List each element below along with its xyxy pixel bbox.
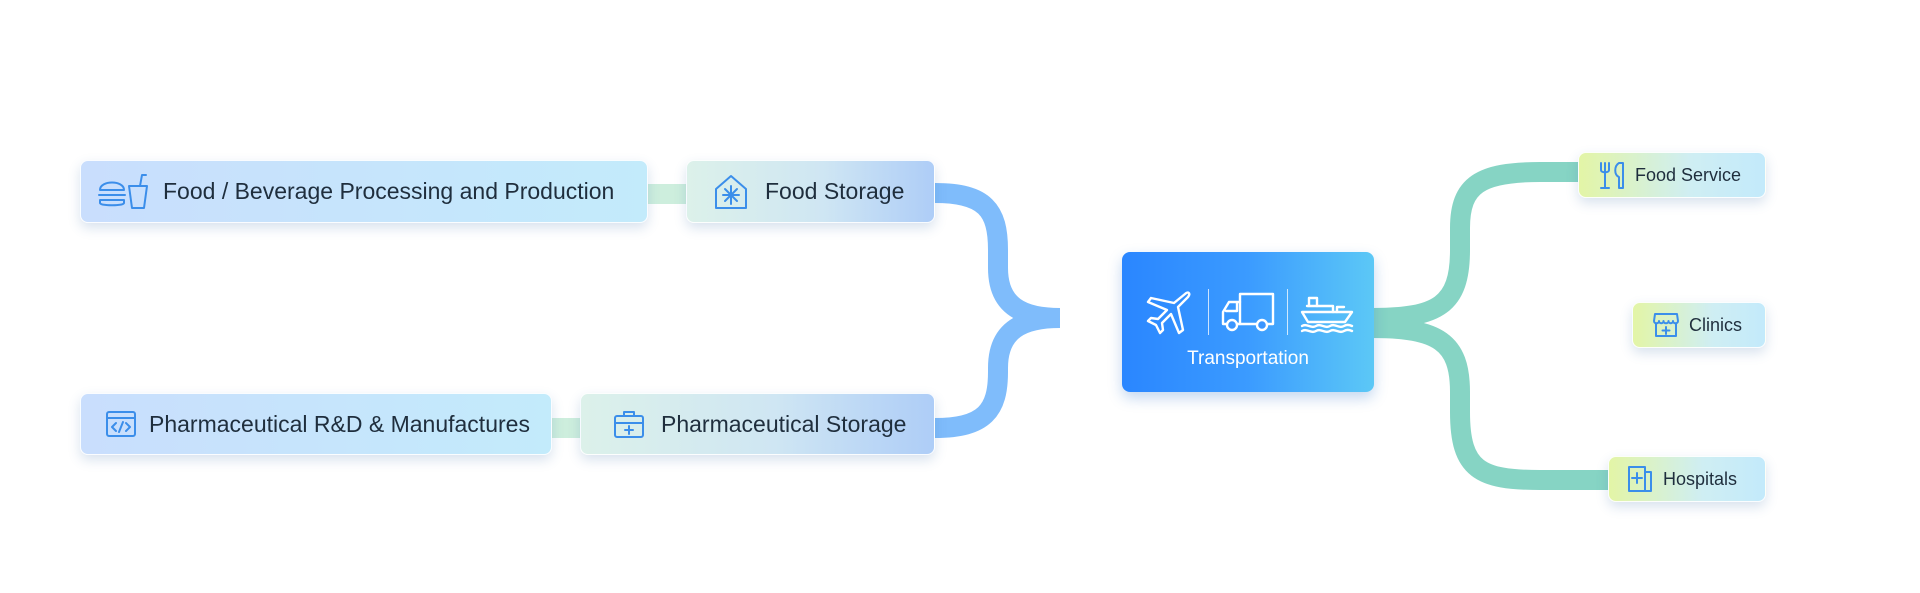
hospitals-label: Hospitals xyxy=(1663,468,1738,489)
connector-food-service xyxy=(1371,162,1580,328)
hospital-cross-icon xyxy=(1625,464,1655,494)
connector-hospitals xyxy=(1371,318,1610,490)
clinics-label: Clinics xyxy=(1689,314,1743,335)
food-storage-node[interactable]: Food Storage xyxy=(686,160,935,223)
pharma-rd-node[interactable]: Pharmaceutical R&D & Manufactures xyxy=(80,393,552,455)
pharma-rd-label: Pharmaceutical R&D & Manufactures xyxy=(149,410,530,437)
clinics-node[interactable]: Clinics xyxy=(1632,302,1766,348)
icon-separator xyxy=(1208,289,1209,335)
transportation-label: Transportation xyxy=(1187,348,1309,369)
transportation-node[interactable]: Transportation xyxy=(1122,252,1374,392)
pharma-storage-node[interactable]: Pharmaceutical Storage xyxy=(580,393,935,455)
food-storage-label: Food Storage xyxy=(765,178,905,204)
transport-icons xyxy=(1122,284,1374,340)
icon-separator xyxy=(1287,289,1288,335)
burger-drink-icon xyxy=(97,172,153,212)
pharma-storage-label: Pharmaceutical Storage xyxy=(661,410,907,437)
food-service-node[interactable]: Food Service xyxy=(1578,152,1766,198)
connector-food-chain xyxy=(646,184,688,204)
food-beverage-node[interactable]: Food / Beverage Processing and Productio… xyxy=(80,160,648,223)
food-beverage-label: Food / Beverage Processing and Productio… xyxy=(163,178,615,204)
ship-icon xyxy=(1288,284,1366,340)
food-service-label: Food Service xyxy=(1635,164,1742,185)
code-window-icon xyxy=(103,410,139,438)
truck-icon xyxy=(1209,284,1287,340)
snowflake-house-icon xyxy=(711,173,751,211)
fork-knife-icon xyxy=(1597,160,1627,190)
connector-pharma-storage xyxy=(934,308,1061,438)
airplane-icon xyxy=(1130,284,1208,340)
medical-kit-icon xyxy=(611,409,647,439)
connector-food-storage xyxy=(934,183,1061,328)
hospitals-node[interactable]: Hospitals xyxy=(1608,456,1766,502)
clinic-shop-icon xyxy=(1651,311,1681,339)
connector-pharma-chain xyxy=(550,418,582,438)
